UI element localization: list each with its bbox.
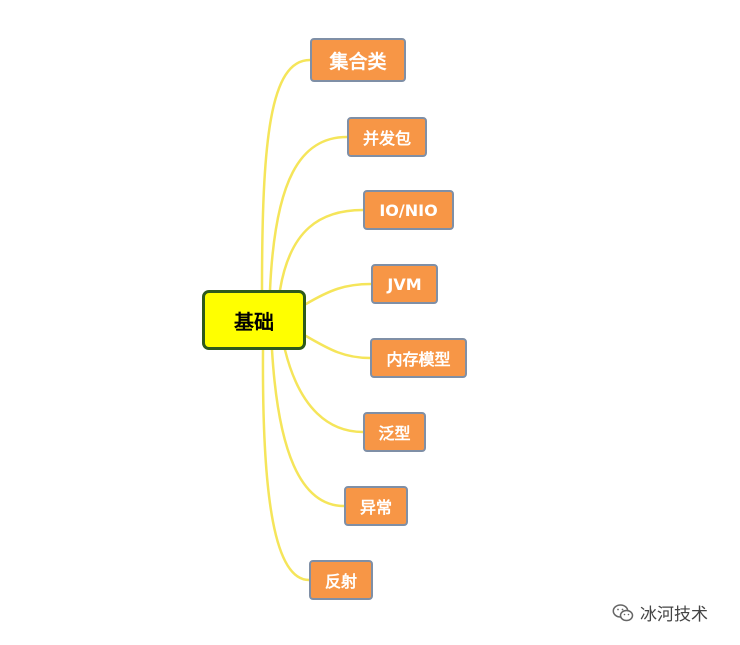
wechat-icon bbox=[612, 603, 634, 621]
topic-node-generics[interactable]: 泛型 bbox=[363, 412, 426, 452]
branch-line-3 bbox=[304, 282, 373, 306]
branch-line-4 bbox=[304, 334, 372, 360]
branch-line-0 bbox=[260, 58, 312, 292]
watermark: 冰河技术 bbox=[612, 600, 708, 625]
topic-node-reflection[interactable]: 反射 bbox=[309, 560, 373, 600]
topic-node-exceptions[interactable]: 异常 bbox=[344, 486, 408, 526]
topic-node-concurrent[interactable]: 并发包 bbox=[347, 117, 427, 157]
topic-node-collections[interactable]: 集合类 bbox=[310, 38, 406, 82]
root-node[interactable]: 基础 bbox=[202, 290, 306, 350]
topic-node-jvm[interactable]: JVM bbox=[371, 264, 438, 304]
branch-line-1 bbox=[268, 135, 349, 292]
branch-line-5 bbox=[283, 348, 365, 434]
topic-node-io-nio[interactable]: IO/NIO bbox=[363, 190, 454, 230]
branch-line-2 bbox=[278, 208, 365, 292]
topic-node-memory-model[interactable]: 内存模型 bbox=[370, 338, 467, 378]
branch-line-7 bbox=[261, 348, 311, 582]
branch-line-6 bbox=[270, 348, 346, 508]
watermark-text: 冰河技术 bbox=[640, 605, 708, 625]
